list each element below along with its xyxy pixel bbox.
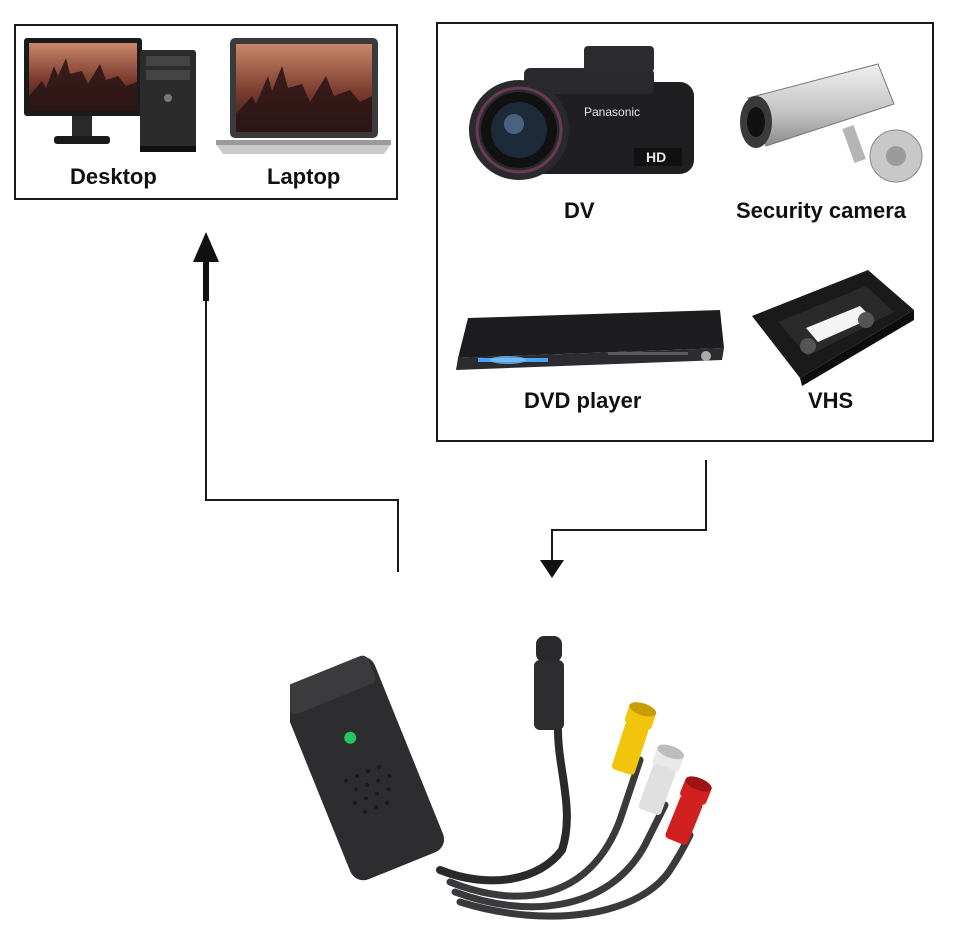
- dvd-player-label: DVD player: [524, 388, 642, 413]
- camcorder-icon: Panasonic HD: [464, 38, 704, 198]
- up-arrow-head-icon: [193, 232, 219, 262]
- laptop-label: Laptop: [267, 164, 341, 189]
- down-arrow-head-icon: [540, 560, 564, 578]
- dv-label: DV: [564, 198, 595, 223]
- laptop-icon: [216, 36, 391, 161]
- vhs-label: VHS: [808, 388, 854, 413]
- svg-text:Panasonic: Panasonic: [584, 105, 640, 119]
- security-camera-icon: [738, 56, 928, 196]
- usb-video-capture-adapter-icon: [290, 620, 730, 930]
- up-arrow-shaft: [203, 255, 209, 301]
- vhs-tape-icon: [748, 266, 918, 386]
- from-sources-line: [551, 460, 707, 560]
- sources-box: Panasonic HD DV Security camera: [436, 22, 934, 442]
- security-camera-label: Security camera: [736, 198, 906, 223]
- desktop-label: Desktop: [70, 164, 157, 189]
- desktop-computer-icon: [22, 36, 202, 161]
- computers-box: Desktop Laptop: [14, 24, 398, 200]
- svg-text:HD: HD: [646, 149, 666, 165]
- to-computer-line: [205, 262, 399, 572]
- dvd-player-icon: [448, 308, 728, 378]
- s-video-connector: [534, 636, 564, 730]
